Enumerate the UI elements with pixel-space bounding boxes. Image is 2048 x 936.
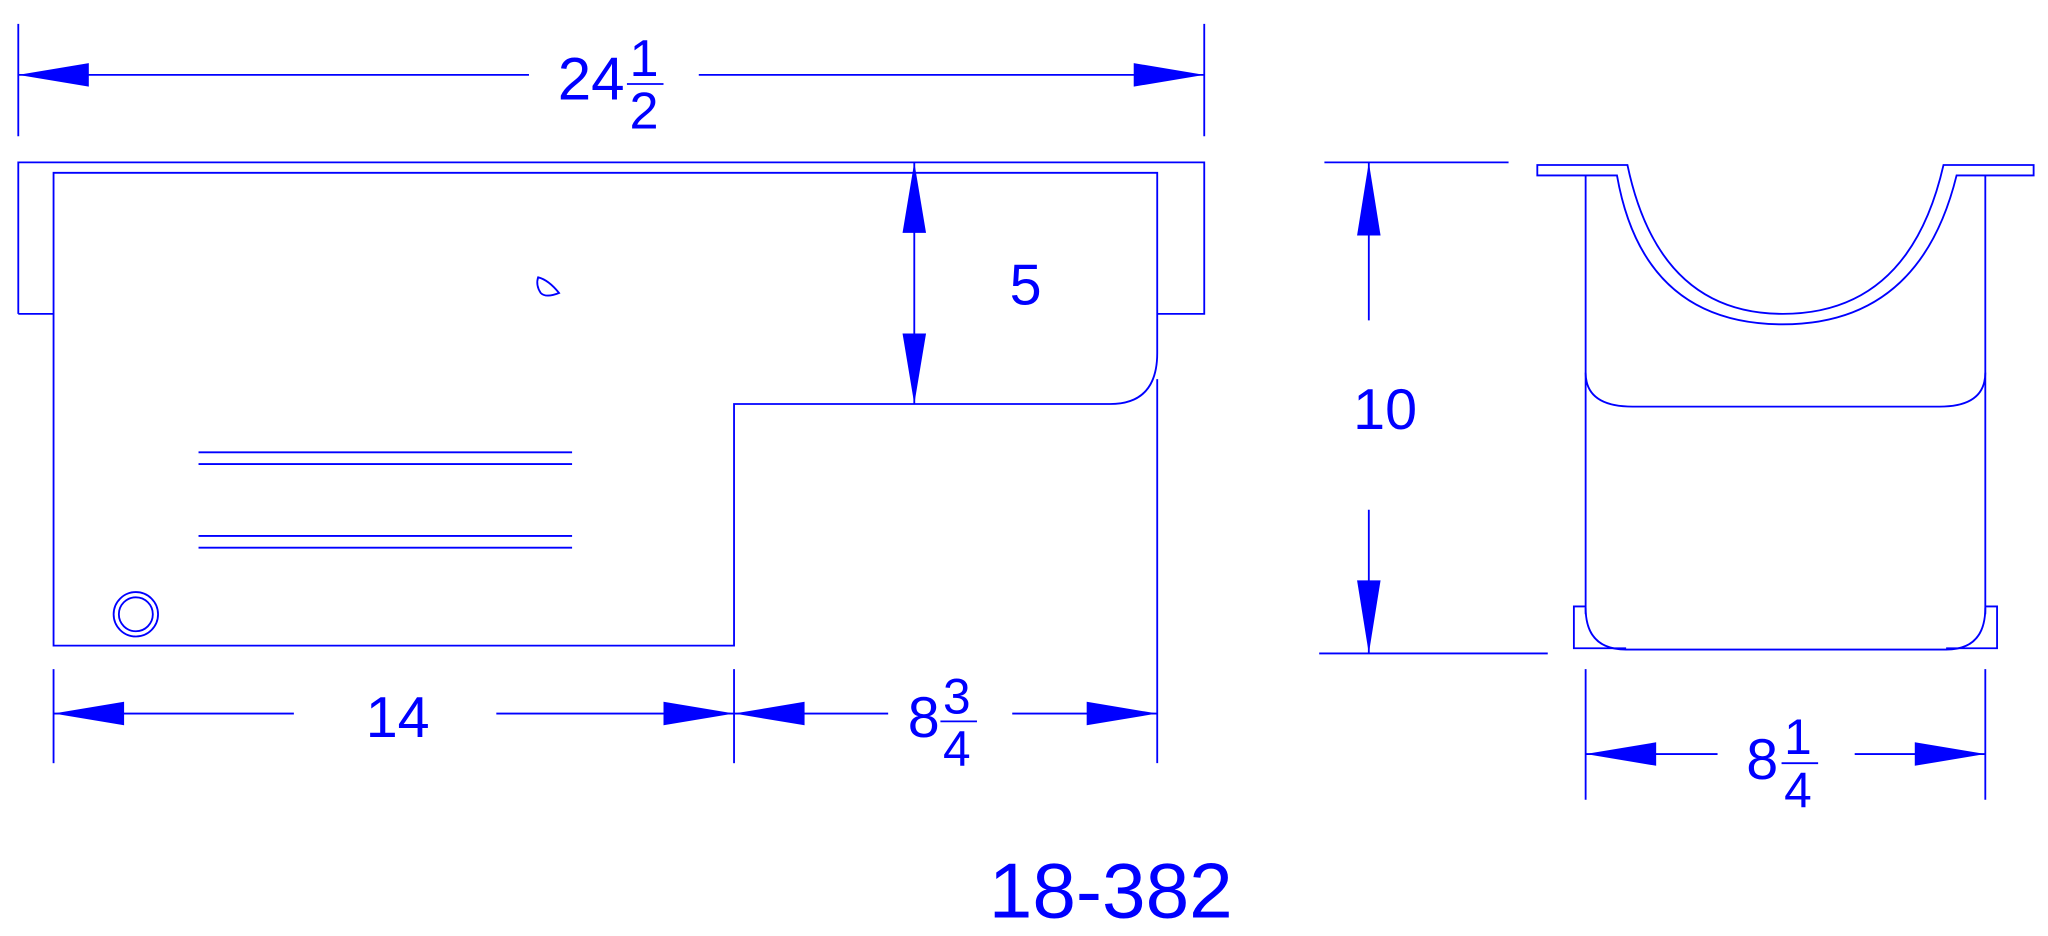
drawing-line [17, 161, 1206, 315]
arrow-right-icon [1086, 701, 1158, 726]
arrow-down-icon [1357, 580, 1381, 654]
arrow-left-icon [18, 63, 89, 87]
arrow-left-icon [1585, 742, 1657, 766]
dimension-label: 3 [943, 669, 971, 725]
dimension-label: 5 [1010, 254, 1042, 318]
sump-width-dimension: 8 1 4 [1585, 709, 1986, 819]
dimension-label: 8 [1746, 728, 1778, 792]
part-number: 18-382 [989, 846, 1233, 934]
shallow-depth-dimension: 5 [902, 162, 1042, 404]
side-view [17, 161, 1206, 764]
drawing-line [536, 276, 561, 297]
dimension-label: 4 [943, 721, 971, 777]
dimension-label: 1 [1784, 709, 1812, 765]
sump-offset-dimension: 14 [53, 686, 735, 750]
dimension-label: 10 [1353, 378, 1417, 442]
drain-plug [112, 591, 159, 638]
drawing-line [1584, 372, 1987, 408]
drawing-line [1536, 164, 2035, 326]
drawing-line [1572, 605, 1998, 650]
dimension-label: 8 [908, 686, 940, 750]
drawing-line [1584, 607, 1987, 651]
dim-whole: 24 [558, 46, 625, 113]
arrow-right-icon [1133, 63, 1205, 87]
dimension-label: 4 [1784, 763, 1812, 819]
arrow-right-icon [1914, 742, 1986, 766]
total-depth-dimension: 10 [1319, 161, 1548, 655]
arrow-up-icon [902, 162, 927, 233]
drawing-line [117, 596, 154, 633]
arrow-right-icon [663, 701, 735, 726]
dim-denominator: 2 [630, 82, 659, 140]
arrow-down-icon [902, 333, 927, 404]
drawing-line [52, 171, 1159, 647]
dimension-label: 14 [366, 686, 430, 750]
arrow-up-icon [1357, 162, 1381, 236]
front-view [1536, 164, 2035, 800]
dim-numerator: 1 [630, 30, 659, 88]
arrow-left-icon [734, 701, 805, 726]
arrow-left-icon [53, 701, 125, 726]
sump-length-dimension: 8 3 4 [734, 669, 1158, 777]
overall-length-dimension: 24 1 2 [17, 23, 1206, 140]
